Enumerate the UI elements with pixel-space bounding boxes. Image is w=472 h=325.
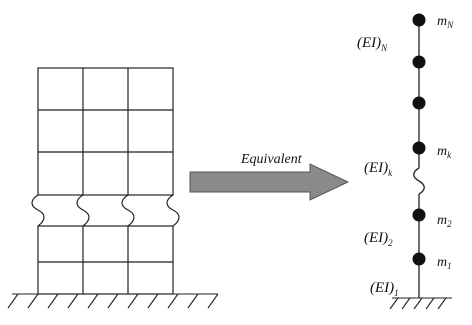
mass-label-k: mk bbox=[437, 144, 452, 160]
arrow-label: Equivalent bbox=[240, 152, 303, 167]
lumped-masses bbox=[412, 13, 426, 266]
hatch bbox=[425, 297, 435, 310]
flexible-column bbox=[166, 194, 180, 227]
mass-node bbox=[412, 96, 426, 110]
mass-node-top bbox=[412, 13, 426, 27]
hatch bbox=[147, 293, 159, 309]
flexible-column bbox=[121, 194, 135, 227]
hatch bbox=[187, 293, 199, 309]
hatch bbox=[87, 293, 99, 309]
stiffness-label-k: (EI)k bbox=[364, 160, 393, 178]
equivalence-arrow bbox=[189, 163, 350, 201]
flexible-column bbox=[76, 194, 90, 227]
stiffness-label-2: (EI)2 bbox=[364, 230, 393, 248]
lower-block-outline bbox=[37, 225, 174, 295]
hatch bbox=[389, 297, 399, 310]
hatch bbox=[437, 297, 447, 310]
flexible-column bbox=[31, 194, 45, 227]
flexible-spring bbox=[413, 167, 425, 195]
mass-label-top: mN bbox=[437, 14, 454, 30]
hatch bbox=[167, 293, 179, 309]
hatch bbox=[27, 293, 39, 309]
mass-node-1 bbox=[412, 252, 426, 266]
building-frame bbox=[37, 67, 174, 295]
hatch bbox=[401, 297, 411, 310]
right-ground-support bbox=[389, 297, 452, 310]
mass-label-2: m2 bbox=[437, 213, 452, 229]
hatch bbox=[7, 293, 19, 309]
mass-node-2 bbox=[412, 208, 426, 222]
upper-block-outline bbox=[37, 67, 174, 196]
stiffness-label-1: (EI)1 bbox=[370, 280, 399, 298]
hatch bbox=[127, 293, 139, 309]
hatch bbox=[207, 293, 219, 309]
hatch bbox=[67, 293, 79, 309]
mass-node-k bbox=[412, 141, 426, 155]
hatch bbox=[47, 293, 59, 309]
mass-node bbox=[412, 55, 426, 69]
mass-label-1: m1 bbox=[437, 255, 452, 271]
hatch bbox=[107, 293, 119, 309]
flexible-storey-columns bbox=[31, 194, 180, 227]
stiffness-label-top: (EI)N bbox=[357, 35, 388, 53]
hatch bbox=[413, 297, 423, 310]
left-ground-support bbox=[7, 293, 219, 309]
